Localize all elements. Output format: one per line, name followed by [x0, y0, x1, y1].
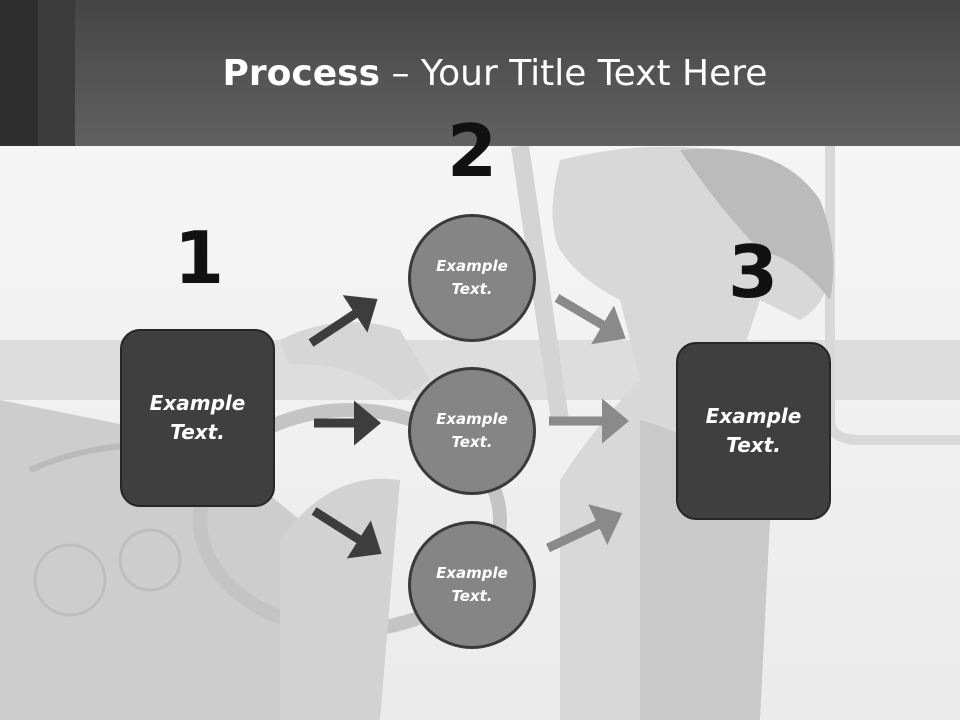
step-3-label: Example Text. — [705, 404, 802, 457]
step-2-circle-bottom: Example Text. — [408, 521, 536, 649]
step-2-circle-top: Example Text. — [408, 214, 536, 342]
title-bold: Process — [222, 53, 381, 94]
step-2-circle-bottom-label: Example Text. — [436, 564, 508, 605]
arrow-1-to-2-top — [308, 295, 378, 347]
header-accent-dark — [0, 0, 38, 146]
step-2-circle-middle-label: Example Text. — [436, 410, 508, 451]
title-rest: – Your Title Text Here — [380, 53, 768, 94]
step-1-label: Example Text. — [149, 391, 246, 444]
step-2-circle-top-label: Example Text. — [436, 257, 508, 298]
arrow-2-bottom-to-3 — [546, 504, 623, 553]
step-3-number: 3 — [727, 230, 779, 314]
step-1-number: 1 — [173, 216, 225, 300]
arrow-2-top-to-3 — [554, 294, 626, 345]
step-1-box: Example Text. — [120, 329, 275, 507]
slide-title: Process – Your Title Text Here — [75, 52, 915, 96]
step-2-number: 2 — [446, 109, 498, 193]
title-bar — [0, 0, 960, 146]
header-accent-medium — [38, 0, 75, 146]
step-2-circle-middle: Example Text. — [408, 367, 536, 495]
arrow-1-to-2-bottom — [311, 507, 382, 559]
step-3-box: Example Text. — [676, 342, 831, 520]
